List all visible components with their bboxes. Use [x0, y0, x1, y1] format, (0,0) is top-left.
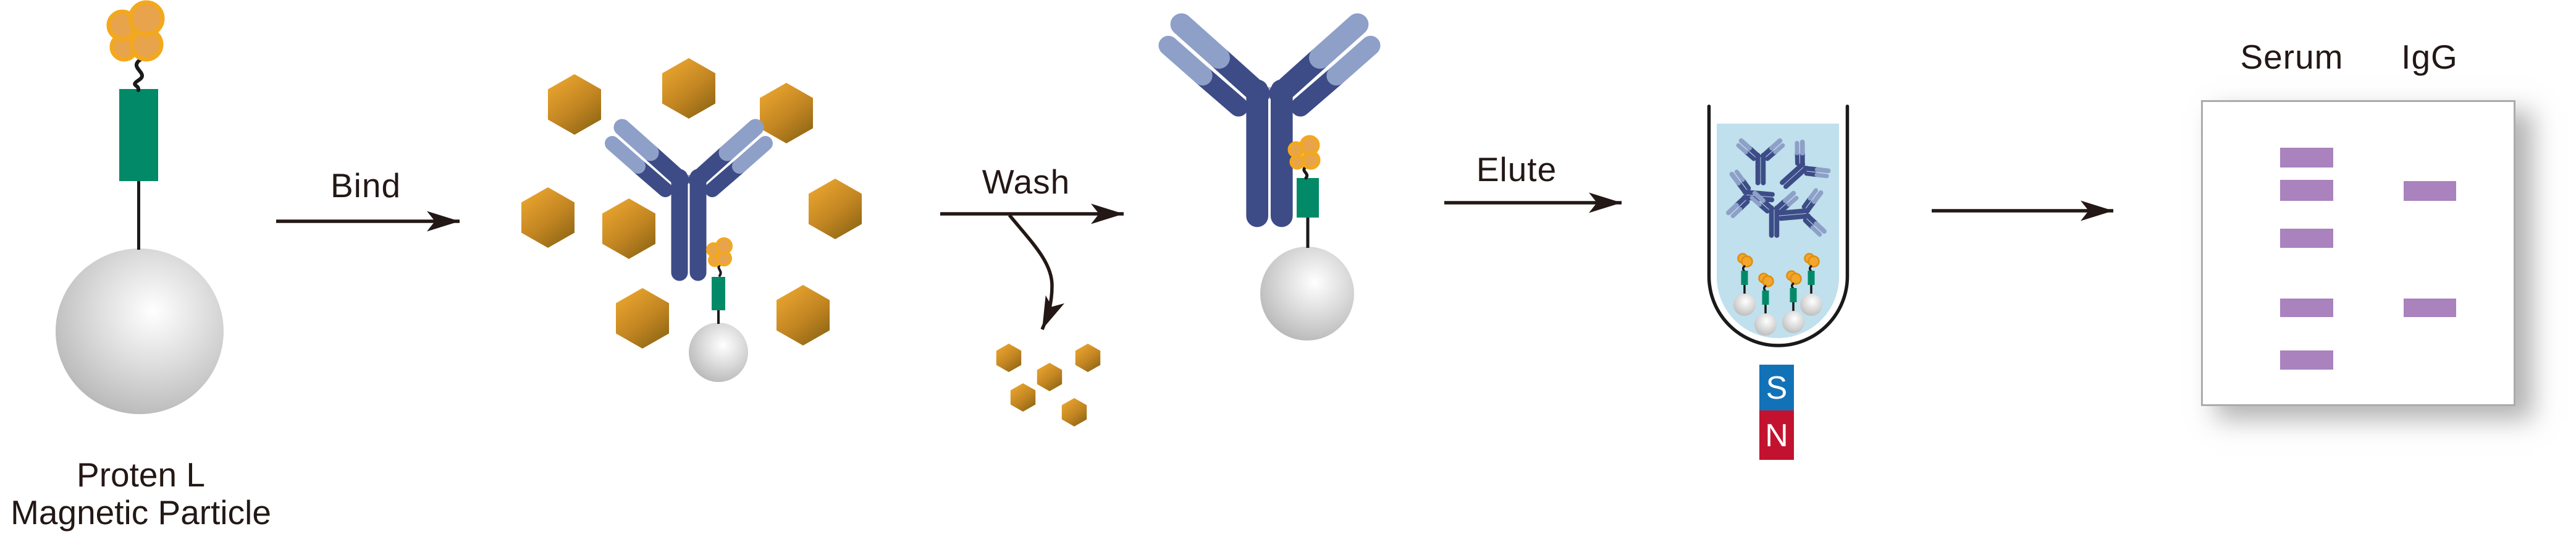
gel-box — [2201, 100, 2515, 406]
washed-away-antigens — [996, 343, 1101, 427]
gel-lane-label-serum: Serum — [2240, 38, 2344, 76]
binding-domain-cluster-icon — [106, 0, 165, 62]
ligand-squiggle — [133, 57, 144, 92]
gel-lane-label-igg: IgG — [2401, 38, 2458, 76]
particle-caption-line2: Magnetic Particle — [11, 493, 271, 532]
antigen-hexagon — [602, 198, 655, 259]
antigen-hexagon-small — [1061, 397, 1087, 427]
protein-l-magnetic-particle-icon — [56, 0, 224, 414]
igg-antibody-icon — [1168, 24, 1370, 216]
tube-glass — [1707, 104, 1850, 347]
antigen-hexagon — [777, 285, 830, 346]
antigen-hexagon — [616, 288, 669, 349]
waste-curved-arrow — [1008, 214, 1065, 331]
gel-band — [2280, 229, 2333, 248]
gel-band — [2404, 299, 2456, 317]
gel-band — [2280, 148, 2333, 167]
wash-step-label: Wash — [982, 163, 1071, 201]
antigen-hexagon — [809, 179, 862, 239]
antigen-hexagon — [662, 58, 715, 119]
small-protein-l-particle — [689, 237, 748, 382]
gel-band — [2280, 180, 2333, 201]
gel-band — [2404, 181, 2456, 201]
gel-band — [2280, 299, 2333, 317]
magnetic-particle-sphere — [56, 248, 224, 414]
separation-tube — [1707, 104, 1850, 347]
antigen-hexagon — [548, 74, 601, 135]
antibody-particle-complex — [1168, 24, 1370, 341]
serum-mixture — [521, 58, 862, 382]
magnet-north-pole — [1759, 410, 1794, 460]
particle-caption: Proten L Magnetic Particle — [11, 456, 271, 532]
bar-magnet-icon — [1759, 365, 1794, 460]
antigen-hexagon — [521, 187, 575, 248]
antigen-hexagon-small — [1037, 362, 1063, 392]
gel-band — [2280, 350, 2333, 370]
elute-step-label: Elute — [1476, 150, 1557, 189]
particle-caption-line1: Proten L — [77, 456, 205, 494]
magnet-north-label: N — [1765, 418, 1788, 454]
magnet-south-label: S — [1766, 370, 1788, 406]
antigen-hexagon-small — [996, 343, 1022, 373]
antigen-hexagon — [760, 83, 813, 143]
antigen-hexagon-small — [1010, 383, 1036, 412]
magnet-south-pole — [1759, 365, 1794, 410]
antigen-hexagon-small — [1075, 343, 1101, 373]
bind-step-label: Bind — [330, 166, 402, 205]
protein-l-ligand — [119, 89, 158, 181]
